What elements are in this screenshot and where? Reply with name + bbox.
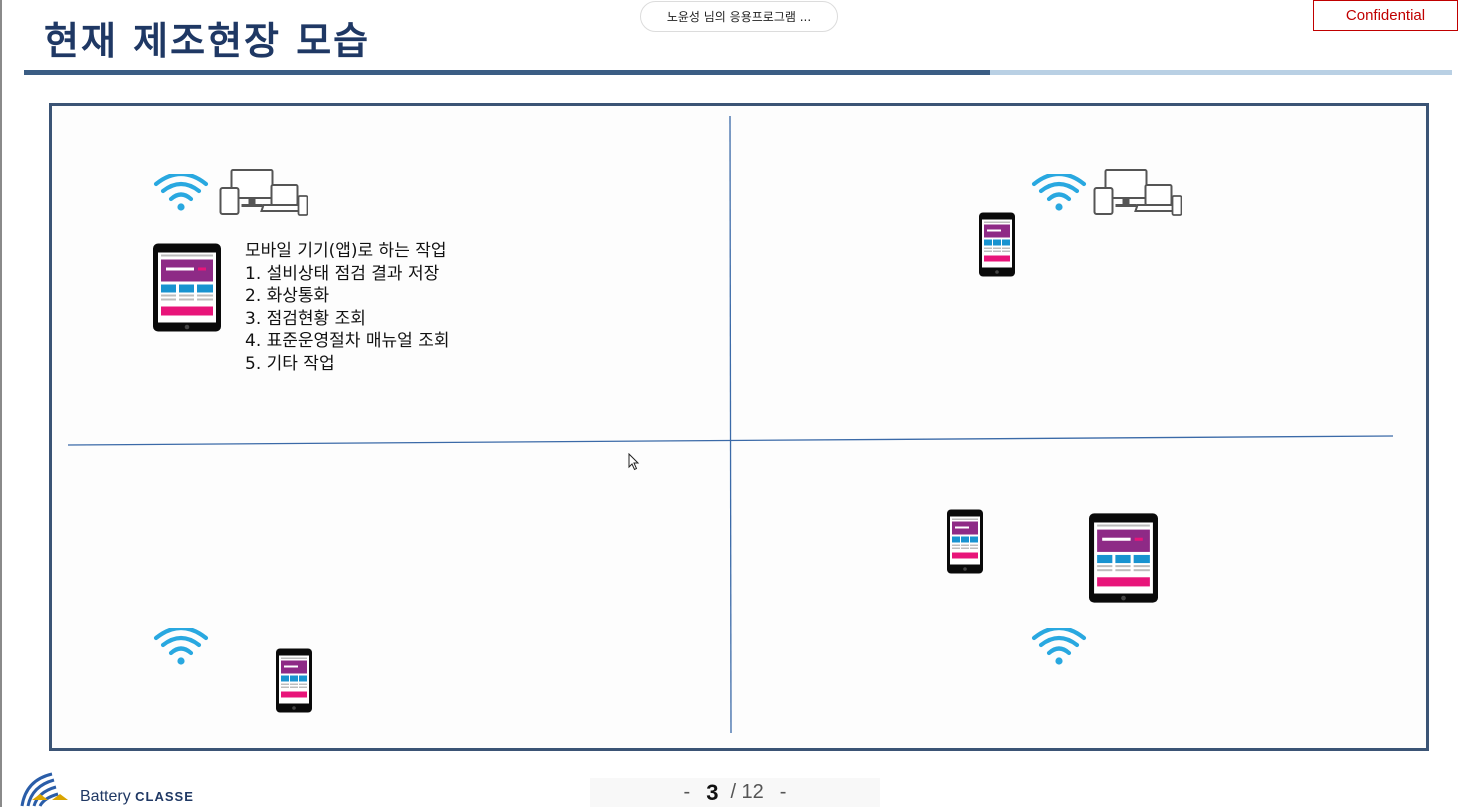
tablet-icon [1089,513,1158,603]
logo-brand: Battery [80,788,131,805]
task-item: 3. 점검현황 조회 [245,308,366,329]
logo-wordmark: Battery CLASSE [80,788,194,806]
wifi-icon [1031,628,1087,666]
tablet-icon [153,243,221,332]
confidential-label: Confidential [1313,0,1458,31]
task-item: 4. 표준운영절차 매뉴얼 조회 [245,331,450,351]
task-item: 5. 기타 작업 [245,353,335,374]
phone-icon [979,212,1015,277]
wifi-icon [153,174,209,212]
task-list-heading: 모바일 기기(앱)로 하는 작업 [245,241,447,261]
page-current: 3 [706,779,719,805]
screen-share-indicator[interactable]: 노윤성 님의 응용프로그램 ... [640,1,838,32]
devices-icon [219,169,308,219]
vertical-divider [729,115,732,734]
devices-icon [1093,169,1182,219]
wifi-icon [153,628,209,666]
title-underline-dark [24,70,990,75]
mouse-cursor-icon [628,453,640,471]
phone-icon [276,648,312,713]
pager-dash-left: - [683,781,691,803]
company-logo [20,772,68,807]
window-left-edge [0,0,2,807]
logo-suffix: CLASSE [135,789,194,804]
task-item: 1. 설비상태 점검 결과 저장 [245,263,440,284]
wifi-icon [1031,174,1087,212]
phone-icon [947,509,983,574]
mobile-task-list: 모바일 기기(앱)로 하는 작업 1. 설비상태 점검 결과 저장 2. 화상통… [245,240,449,375]
task-item: 2. 화상통화 [245,286,330,306]
page-total: / 12 [730,781,764,803]
horizontal-divider [67,435,1394,446]
slide-pager: - 3 / 12 - [590,778,880,807]
pager-dash-right: - [779,781,787,803]
slide-title: 현재 제조현장 모습 [44,19,371,63]
title-underline-light [990,70,1452,75]
